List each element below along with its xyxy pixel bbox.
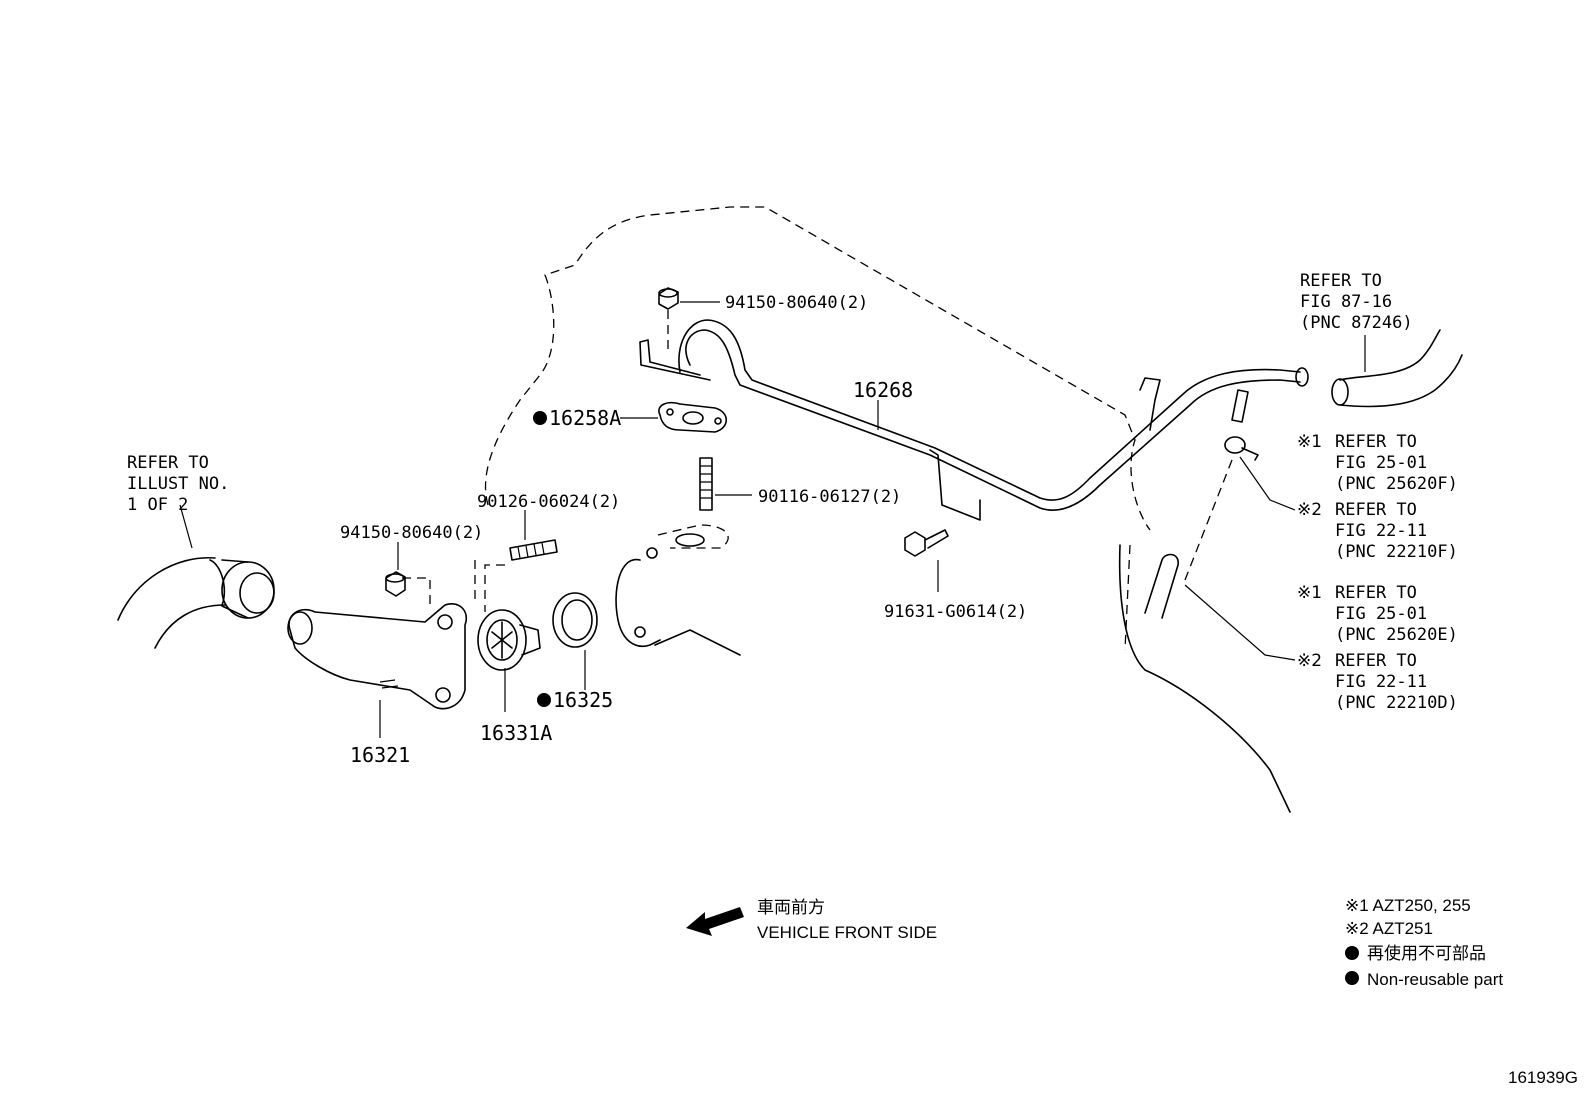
label-nut-left: 94150-80640(2) bbox=[340, 523, 483, 543]
callout-refer-fig87: REFER TO FIG 87-16 (PNC 87246) bbox=[1300, 271, 1413, 333]
thermostat-housing bbox=[615, 524, 741, 656]
note-mark: ※2 bbox=[1297, 651, 1322, 671]
figure-id: 161939G bbox=[1508, 1068, 1578, 1087]
label-inlet-16321: 16321 bbox=[350, 743, 410, 767]
refer-c-line2: FIG 25-01 bbox=[1335, 604, 1427, 624]
refer-illust-line1: REFER TO bbox=[127, 453, 209, 473]
refer-c-line1: REFER TO bbox=[1335, 583, 1417, 603]
vehicle-front-indicator: 車両前方 VEHICLE FRONT SIDE bbox=[686, 898, 937, 942]
small-hose bbox=[1144, 553, 1179, 619]
refer-d-line2: FIG 22-11 bbox=[1335, 672, 1427, 692]
note-mark: ※1 bbox=[1297, 432, 1322, 452]
label-stud-90116: 90116-06127(2) bbox=[758, 487, 901, 507]
legend-note2: ※2 AZT251 bbox=[1345, 919, 1433, 938]
direction-jp: 車両前方 bbox=[757, 898, 825, 917]
engine-outline bbox=[474, 206, 1151, 651]
nut-top bbox=[658, 287, 679, 355]
assembly-guides-left bbox=[402, 564, 505, 612]
stud-90126 bbox=[509, 539, 558, 561]
legend-note1: ※1 AZT250, 255 bbox=[1345, 896, 1471, 915]
callout-refer-c: ※1 REFER TO FIG 25-01 (PNC 25620E) bbox=[1297, 583, 1458, 645]
refer-b-line1: REFER TO bbox=[1335, 500, 1417, 520]
label-nut-top: 94150-80640(2) bbox=[725, 293, 868, 313]
label-bolt-91631: 91631-G0614(2) bbox=[884, 602, 1027, 622]
refer-fig87-line1: REFER TO bbox=[1300, 271, 1382, 291]
nonreusable-dot-icon bbox=[1345, 971, 1359, 985]
callout-refer-d: ※2 REFER TO FIG 22-11 (PNC 22210D) bbox=[1297, 651, 1458, 713]
refer-c-line3: (PNC 25620E) bbox=[1335, 625, 1458, 645]
refer-d-line3: (PNC 22210D) bbox=[1335, 693, 1458, 713]
nut-left bbox=[385, 571, 406, 597]
refer-a-line3: (PNC 25620F) bbox=[1335, 474, 1458, 494]
note-mark: ※1 bbox=[1297, 583, 1322, 603]
direction-en: VEHICLE FRONT SIDE bbox=[757, 923, 937, 942]
refer-b-line3: (PNC 22210F) bbox=[1335, 542, 1458, 562]
nonreusable-dot-icon bbox=[537, 693, 551, 707]
gasket-16258a bbox=[658, 401, 728, 433]
label-pipe-16268: 16268 bbox=[853, 378, 913, 402]
callout-gasket-16325: 16325 bbox=[537, 688, 613, 712]
legend: ※1 AZT250, 255 ※2 AZT251 再使用不可部品 Non-reu… bbox=[1345, 896, 1503, 989]
stud-90116 bbox=[699, 457, 713, 511]
nonreusable-dot-icon bbox=[533, 411, 547, 425]
label-stud-90126: 90126-06024(2) bbox=[477, 492, 620, 512]
refer-illust-line3: 1 OF 2 bbox=[127, 495, 188, 515]
legend-nonreusable-en: Non-reusable part bbox=[1367, 970, 1503, 989]
refer-fig87-line2: FIG 87-16 bbox=[1300, 292, 1392, 312]
refer-d-line1: REFER TO bbox=[1335, 651, 1417, 671]
bypass-pipe-16268 bbox=[639, 319, 1309, 521]
arrow-left-icon bbox=[686, 907, 744, 936]
callout-refer-illust: REFER TO ILLUST NO. 1 OF 2 bbox=[127, 453, 229, 515]
hose-87246 bbox=[1331, 329, 1463, 408]
leader-lines bbox=[179, 301, 1366, 738]
transaxle-outline bbox=[1118, 544, 1291, 813]
note-mark: ※2 bbox=[1297, 500, 1322, 520]
refer-b-line2: FIG 22-11 bbox=[1335, 521, 1427, 541]
callout-refer-b: ※2 REFER TO FIG 22-11 (PNC 22210F) bbox=[1297, 500, 1458, 562]
radiator-hose bbox=[117, 557, 275, 649]
refer-a-line1: REFER TO bbox=[1335, 432, 1417, 452]
refer-a-line2: FIG 25-01 bbox=[1335, 453, 1427, 473]
refer-illust-line2: ILLUST NO. bbox=[127, 474, 229, 494]
callout-gasket-16258a: 16258A bbox=[533, 406, 621, 430]
hose-clip bbox=[1184, 389, 1259, 581]
gasket-16325 bbox=[552, 592, 598, 648]
water-inlet-16321 bbox=[287, 603, 467, 710]
legend-nonreusable-jp: 再使用不可部品 bbox=[1367, 943, 1486, 963]
bolt-91631 bbox=[904, 529, 949, 557]
thermostat-16331a bbox=[477, 609, 541, 671]
refer-fig87-line3: (PNC 87246) bbox=[1300, 313, 1413, 333]
label-gasket-16258a: 16258A bbox=[549, 406, 621, 430]
nonreusable-dot-icon bbox=[1345, 946, 1359, 960]
callout-refer-a: ※1 REFER TO FIG 25-01 (PNC 25620F) bbox=[1297, 432, 1458, 494]
label-thermostat-16331a: 16331A bbox=[480, 721, 552, 745]
label-gasket-16325: 16325 bbox=[553, 688, 613, 712]
